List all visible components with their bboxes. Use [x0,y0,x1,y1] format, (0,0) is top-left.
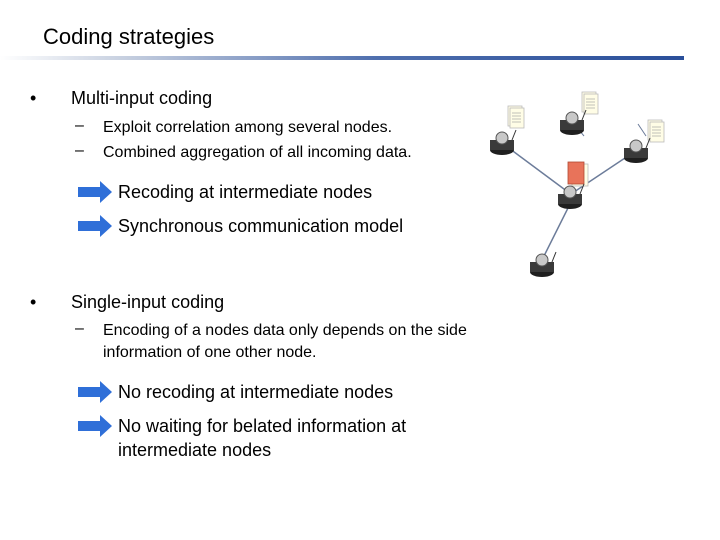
document-icon [581,91,599,115]
sensor-node-icon [489,129,517,156]
document-icon [647,119,665,143]
right-arrow-icon [78,181,112,203]
sensor-network-diagram [489,91,665,278]
title-underline [0,56,684,60]
slide-title: Coding strategies [43,24,215,49]
right-arrow-icon [78,415,112,437]
right-arrow-icon [78,215,112,237]
result-text: Synchronous communication model [118,216,404,236]
bullet-dot: • [30,292,37,312]
result-text: Recoding at intermediate nodes [118,182,373,202]
bullet-dot: • [30,88,37,108]
result-text: No waiting for belated information at in… [118,416,407,460]
right-arrow-icon [78,381,112,403]
bullet-heading: Single-input coding [71,292,225,312]
sub-item-text: Combined aggregation of all incoming dat… [103,144,412,161]
dash-glyph: – [75,320,84,337]
sensor-node-icon [529,251,557,278]
sensor-node-icon [623,137,651,164]
sub-item-text: Exploit correlation among several nodes. [103,119,393,136]
sub-item-text: Encoding of a nodes data only depends on… [103,322,467,361]
result-text: No recoding at intermediate nodes [118,382,394,402]
bullet-heading: Multi-input coding [71,88,213,108]
sensor-node-icon [559,109,587,136]
document-icon [507,105,525,129]
aggregated-document-icon [567,161,589,187]
dash-glyph: – [75,142,84,159]
dash-glyph: – [75,117,84,134]
